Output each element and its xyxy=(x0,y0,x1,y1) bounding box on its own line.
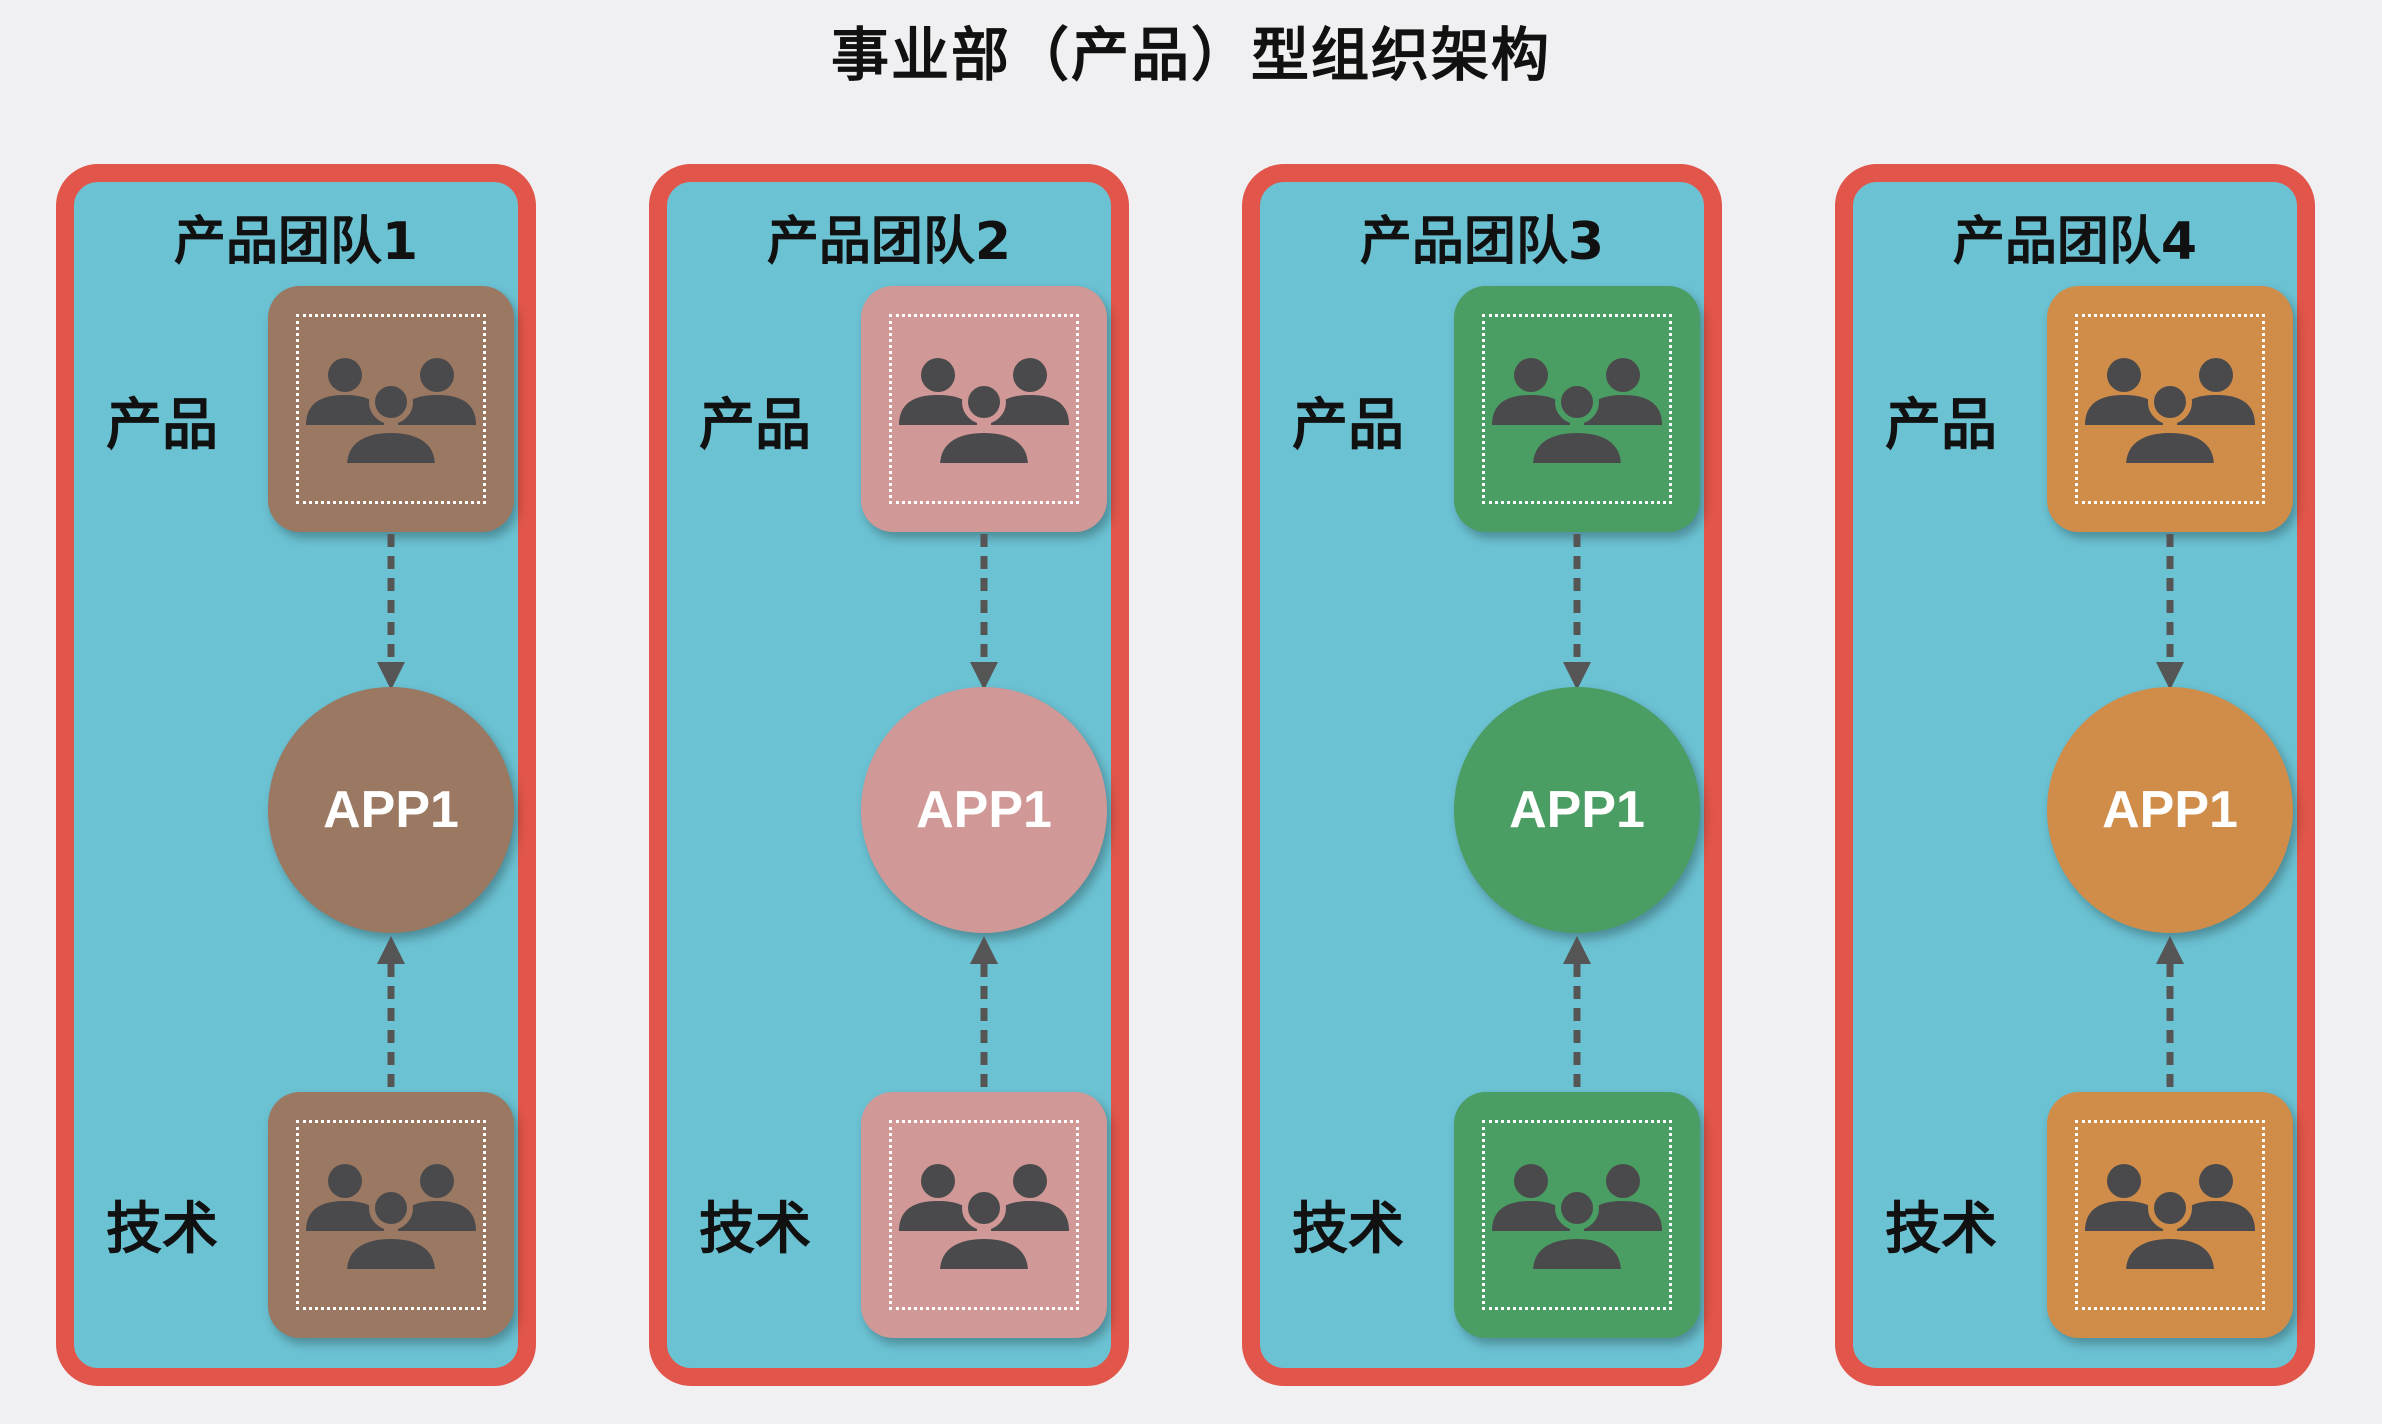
product-group-box xyxy=(1454,286,1700,532)
people-group-icon xyxy=(899,1164,1069,1274)
dotted-frame xyxy=(296,314,486,504)
app-node: APP1 xyxy=(2047,687,2293,933)
tech-group-box xyxy=(861,1092,1107,1338)
product-group-box xyxy=(2047,286,2293,532)
tech-group-box xyxy=(2047,1092,2293,1338)
team-panel-2: 产品团队2 产品 APP1 技术 xyxy=(649,164,1129,1386)
tech-group-box xyxy=(268,1092,514,1338)
people-group-icon xyxy=(2085,358,2255,468)
people-group-icon xyxy=(899,358,1069,468)
dashed-arrow-up xyxy=(970,936,998,1092)
dashed-arrow-down xyxy=(2156,534,2184,690)
product-role-label: 产品 xyxy=(1885,393,1997,458)
team-title: 产品团队4 xyxy=(1952,212,2198,272)
product-role-label: 产品 xyxy=(699,393,811,458)
dotted-frame xyxy=(296,1120,486,1310)
product-group-box xyxy=(861,286,1107,532)
tech-role-label: 技术 xyxy=(1885,1197,1997,1262)
product-role-label: 产品 xyxy=(106,393,218,458)
tech-role-label: 技术 xyxy=(699,1197,811,1262)
team-title: 产品团队3 xyxy=(1359,212,1605,272)
tech-role-label: 技术 xyxy=(1292,1197,1404,1262)
team-panel-4: 产品团队4 产品 APP1 技术 xyxy=(1835,164,2315,1386)
dotted-frame xyxy=(2075,314,2265,504)
product-role-label: 产品 xyxy=(1292,393,1404,458)
dashed-arrow-down xyxy=(970,534,998,690)
dotted-frame xyxy=(889,314,1079,504)
people-group-icon xyxy=(306,358,476,468)
dashed-arrow-down xyxy=(1563,534,1591,690)
page-title: 事业部（产品）型组织架构 xyxy=(830,21,1551,89)
app-node: APP1 xyxy=(1454,687,1700,933)
app-node: APP1 xyxy=(268,687,514,933)
dotted-frame xyxy=(889,1120,1079,1310)
dashed-arrow-down xyxy=(377,534,405,690)
team-panel-1: 产品团队1 产品 APP1 技术 xyxy=(56,164,536,1386)
app-node: APP1 xyxy=(861,687,1107,933)
people-group-icon xyxy=(2085,1164,2255,1274)
team-title: 产品团队2 xyxy=(766,212,1012,272)
dashed-arrow-up xyxy=(377,936,405,1092)
people-group-icon xyxy=(1492,358,1662,468)
people-group-icon xyxy=(306,1164,476,1274)
tech-role-label: 技术 xyxy=(106,1197,218,1262)
people-group-icon xyxy=(1492,1164,1662,1274)
team-title: 产品团队1 xyxy=(173,212,419,272)
tech-group-box xyxy=(1454,1092,1700,1338)
dashed-arrow-up xyxy=(2156,936,2184,1092)
dashed-arrow-up xyxy=(1563,936,1591,1092)
dotted-frame xyxy=(1482,1120,1672,1310)
dotted-frame xyxy=(1482,314,1672,504)
dotted-frame xyxy=(2075,1120,2265,1310)
team-panel-3: 产品团队3 产品 APP1 技术 xyxy=(1242,164,1722,1386)
product-group-box xyxy=(268,286,514,532)
